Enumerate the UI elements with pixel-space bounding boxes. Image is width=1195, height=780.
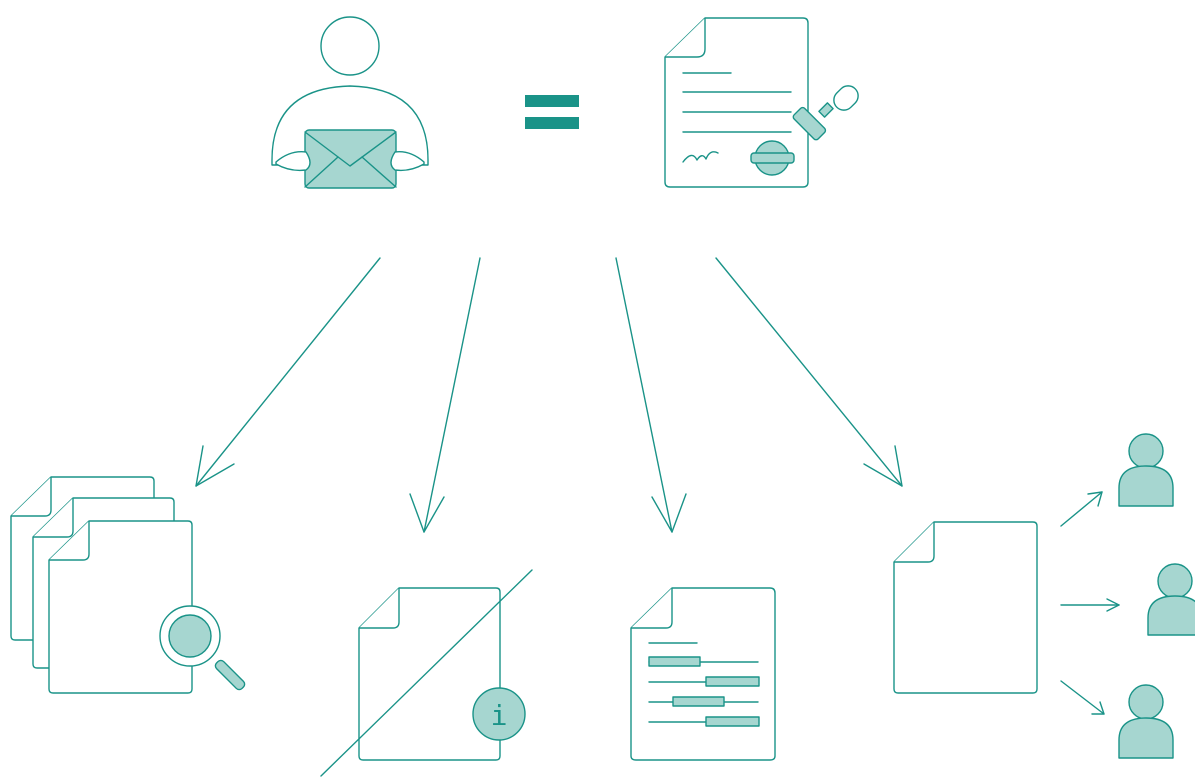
recipient-avatar-1 <box>1118 433 1174 507</box>
recipient-avatar-2 <box>1147 563 1195 636</box>
info-badge-text: i <box>491 699 508 732</box>
documents-search-icon <box>10 476 246 694</box>
arrow-to-document-info <box>423 257 481 533</box>
document-info-crossed-icon: i <box>320 569 533 777</box>
connector-arrows <box>195 257 903 533</box>
document-shared-with-people-icon <box>893 433 1195 759</box>
arrow-to-document-redacted <box>615 257 673 533</box>
strike-through-line <box>320 569 533 777</box>
signed-stamped-document-icon <box>664 17 859 188</box>
arrow-to-document-shared <box>715 257 903 487</box>
equals-sign <box>525 95 579 129</box>
arrow-to-documents-search <box>195 257 381 487</box>
recipient-avatar-3 <box>1118 684 1174 759</box>
info-badge <box>472 687 526 741</box>
document-redacted-icon <box>630 587 776 761</box>
person-holding-envelope-icon <box>271 16 429 189</box>
